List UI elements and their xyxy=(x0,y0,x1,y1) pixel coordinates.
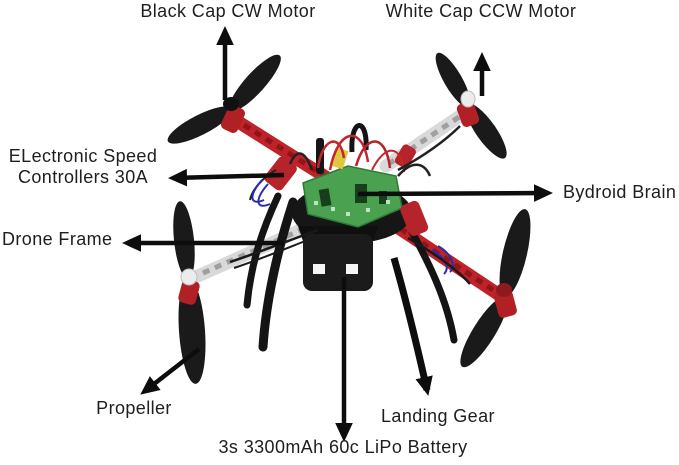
esc-label: ELectronic Speed Controllers 30A xyxy=(8,146,158,187)
flight-controller-board xyxy=(302,165,403,228)
landing-gear-leg-left-rear xyxy=(243,192,282,309)
black-cap-motor-label: Black Cap CW Motor xyxy=(140,1,316,21)
zip-tie-loop xyxy=(349,123,369,153)
motor-lower-left-white-cap xyxy=(178,268,200,305)
battery-pack xyxy=(298,226,378,291)
white-cap-motor-label: White Cap CCW Motor xyxy=(385,1,577,21)
propeller-arrow xyxy=(140,347,201,395)
esc-module-right xyxy=(400,200,429,236)
esc-arrow xyxy=(168,168,285,187)
motor-upper-left-black-cap xyxy=(220,97,246,133)
propeller-lower-right xyxy=(460,209,531,368)
drone-frame-label: Drone Frame xyxy=(2,229,113,249)
bydroid-brain-label: Bydroid Brain xyxy=(563,182,677,202)
motor-lower-right xyxy=(494,283,517,318)
landing-gear-arrow xyxy=(390,257,433,396)
esc-module-top-right xyxy=(394,144,416,169)
battery-label: 3s 3300mAh 60c LiPo Battery xyxy=(218,437,468,457)
drone-illustration xyxy=(167,52,531,384)
wiring-harness xyxy=(229,125,471,285)
propeller-upper-left xyxy=(167,54,281,144)
bydroid-brain-arrow xyxy=(357,184,553,202)
motor-upper-right-white-cap xyxy=(456,90,480,127)
propeller-label: Propeller xyxy=(96,398,172,418)
landing-gear-leg-left-front xyxy=(258,197,298,352)
landing-gear-label: Landing Gear xyxy=(381,406,495,426)
